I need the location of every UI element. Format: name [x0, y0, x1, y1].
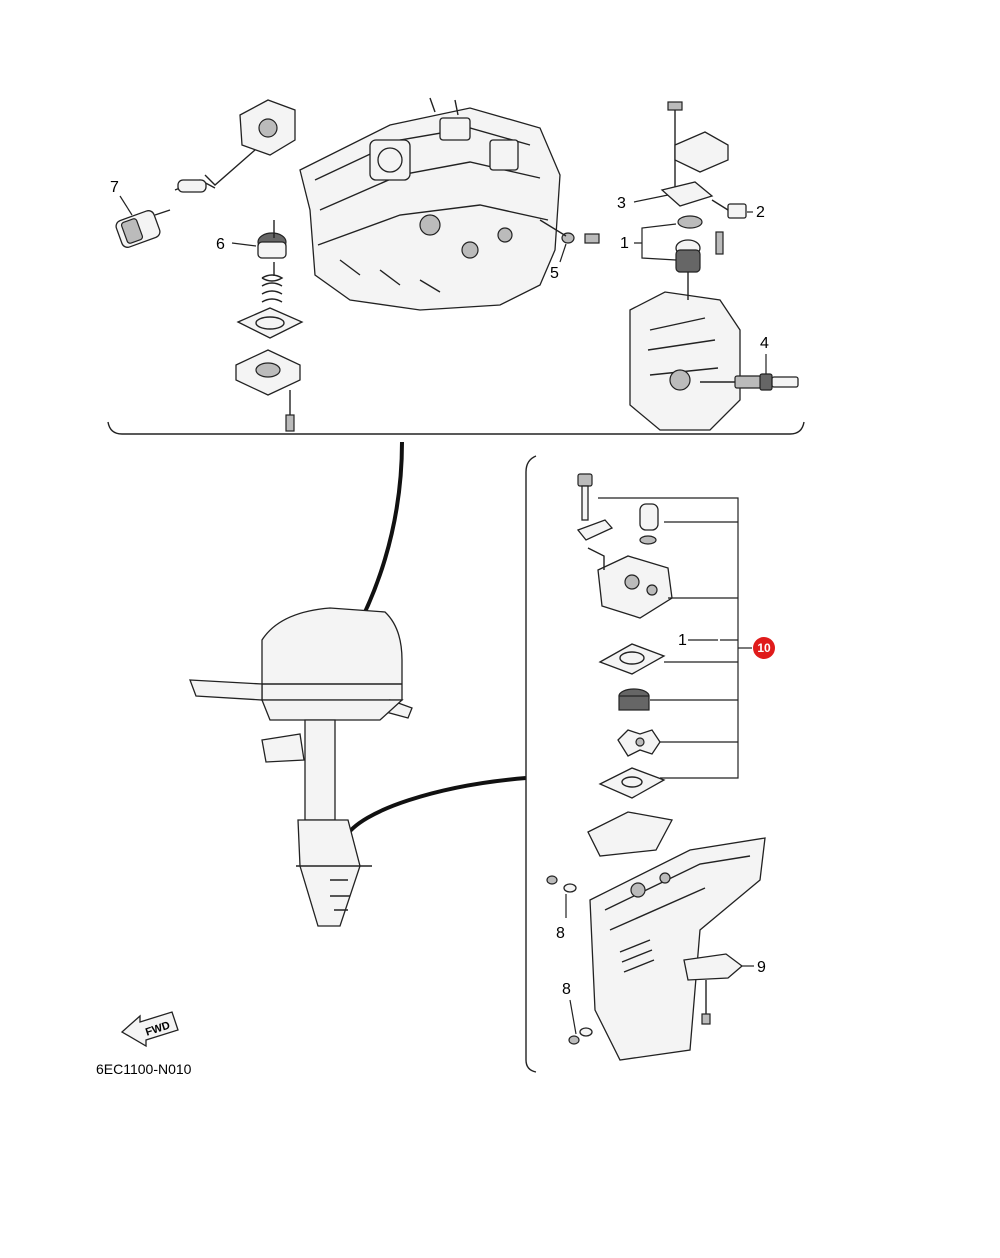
cylinder-head-drawing — [629, 101, 799, 431]
callout-10-badge: 10 — [753, 637, 775, 659]
engine-block-drawing — [299, 97, 561, 311]
callout-6: 6 — [216, 236, 225, 253]
leader-3 — [633, 194, 669, 203]
callout-8-lower: 8 — [562, 981, 571, 998]
drain-bolt-drawing — [539, 219, 600, 244]
fuel-filter-drawing — [115, 209, 171, 248]
fwd-arrow: FWD — [120, 1011, 179, 1048]
top-panel-bracket — [107, 421, 805, 435]
callout-4: 4 — [760, 335, 769, 352]
callout-1-top: 1 — [620, 235, 629, 252]
callout-2: 2 — [756, 204, 765, 221]
outboard-motor-drawing — [189, 607, 413, 927]
pump-kit-bracket — [598, 497, 739, 779]
leader-6 — [231, 242, 257, 247]
thermostat-stack-drawing — [235, 220, 304, 432]
leader-5 — [559, 243, 567, 263]
leader-7 — [119, 195, 133, 216]
water-pump-panel: 1 8 8 9 — [525, 455, 766, 1073]
water-pump-parts-drawing — [546, 473, 766, 1061]
callout-1-pump: 1 — [678, 632, 687, 649]
fuel-pump-drawing — [174, 99, 296, 193]
badge-circle — [753, 637, 775, 659]
pump-panel-bracket — [525, 455, 537, 1073]
diagram-code: 6EC1100-N010 — [96, 1061, 192, 1077]
callout-3: 3 — [617, 195, 626, 212]
top-panel: 7 6 5 — [107, 97, 805, 435]
callout-7: 7 — [110, 179, 119, 196]
callout-8-upper: 8 — [556, 925, 565, 942]
callout-5: 5 — [550, 265, 559, 282]
callout-10: 10 — [757, 641, 771, 655]
callout-9: 9 — [757, 959, 766, 976]
leader-8-lower — [569, 999, 577, 1035]
connector-to-pump-panel — [343, 776, 527, 840]
leader-1-top — [634, 223, 677, 261]
